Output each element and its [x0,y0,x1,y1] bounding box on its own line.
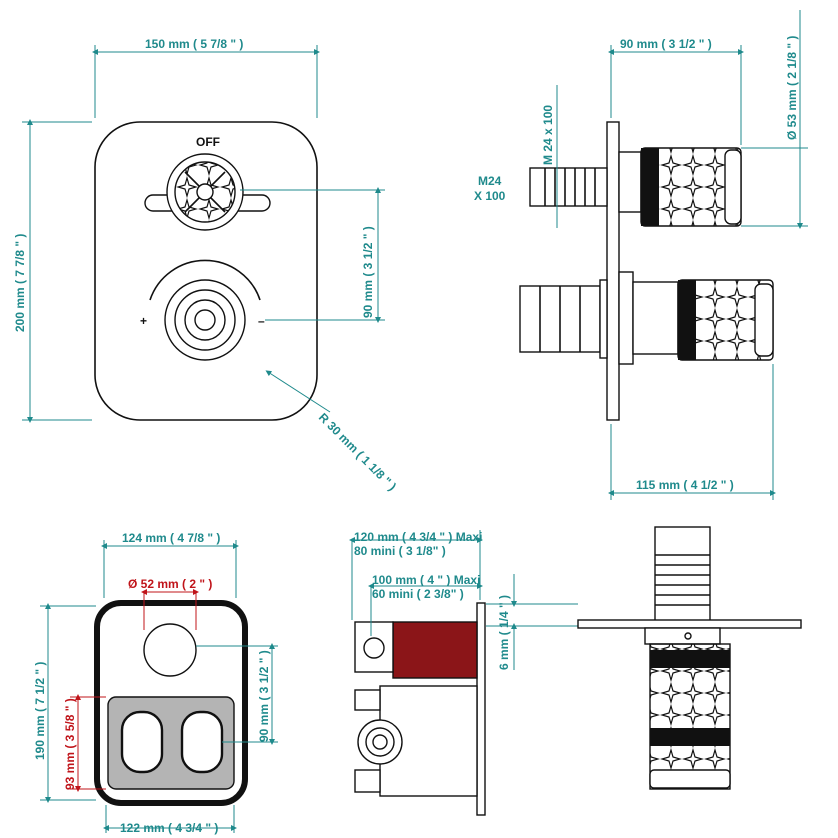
minus-mark: – [258,314,265,328]
rough-in-box-side: 120 mm ( 4 3/4 " ) Maxi 80 mini ( 3 1/8"… [349,530,578,816]
thread-spec-label: M 24 x 100 [541,105,555,165]
box-inner-width-label: 122 mm ( 4 3/4 " ) [120,821,218,835]
box-hole [143,623,197,677]
thread-callout-1: M24 [478,174,502,188]
side-view: 90 mm ( 3 1/2 " ) Ø 53 mm ( 2 1/8 " ) M … [474,10,808,500]
thermostatic-handle [149,259,261,361]
thread-callout-2: X 100 [474,189,506,203]
depth-min-2-label: 60 mini ( 2 3/8" ) [372,587,464,601]
upper-spindle [529,147,742,227]
box-width-label: 124 mm ( 4 7/8 " ) [122,531,220,545]
bottom-side-detail [577,526,802,790]
wall-plate [476,602,486,816]
depth-min-1-label: 80 mini ( 3 1/8" ) [354,544,446,558]
detail-plate [577,619,802,629]
front-height-label: 200 mm ( 7 7/8 " ) [13,234,27,332]
plus-mark: + [140,314,147,328]
depth-max-2-label: 100 mm ( 4 " ) Maxi [372,573,480,587]
box-inner-height-label: 93 mm ( 3 5/8 " ) [63,698,77,790]
front-width-label: 150 mm ( 5 7/8 " ) [145,37,243,51]
box-frame [94,600,248,806]
corner-radius-label: R 30 mm ( 1 1/8 " ) [316,410,399,493]
front-plate [94,121,318,421]
valve-body [392,621,478,679]
box-height-label: 190 mm ( 7 1/2 " ) [33,662,47,760]
side-depth-label: 90 mm ( 3 1/2 " ) [620,37,712,51]
hole-diameter-label: Ø 52 mm ( 2 " ) [128,577,212,591]
side-plate [606,121,620,421]
side-total-label: 115 mm ( 4 1/2 " ) [636,478,734,492]
front-view: OFF + – 150 mm ( 5 7/8 " ) 200 mm ( 7 7/… [13,37,399,493]
side-diameter-label: Ø 53 mm ( 2 1/8 " ) [785,36,799,140]
handle-spacing-label: 90 mm ( 3 1/2 " ) [361,226,375,318]
lower-spindle [519,271,774,365]
rough-in-box-front: 124 mm ( 4 7/8 " ) Ø 52 mm ( 2 " ) 190 m… [33,531,278,835]
depth-max-1-label: 120 mm ( 4 3/4 " ) Maxi [354,530,482,544]
box-spacing-label: 90 mm ( 3 1/2 " ) [257,650,271,742]
off-mark: OFF [196,135,220,149]
diverter-handle [144,153,271,231]
plate-thickness-label: 6 mm ( 1/4 " ) [497,595,511,670]
